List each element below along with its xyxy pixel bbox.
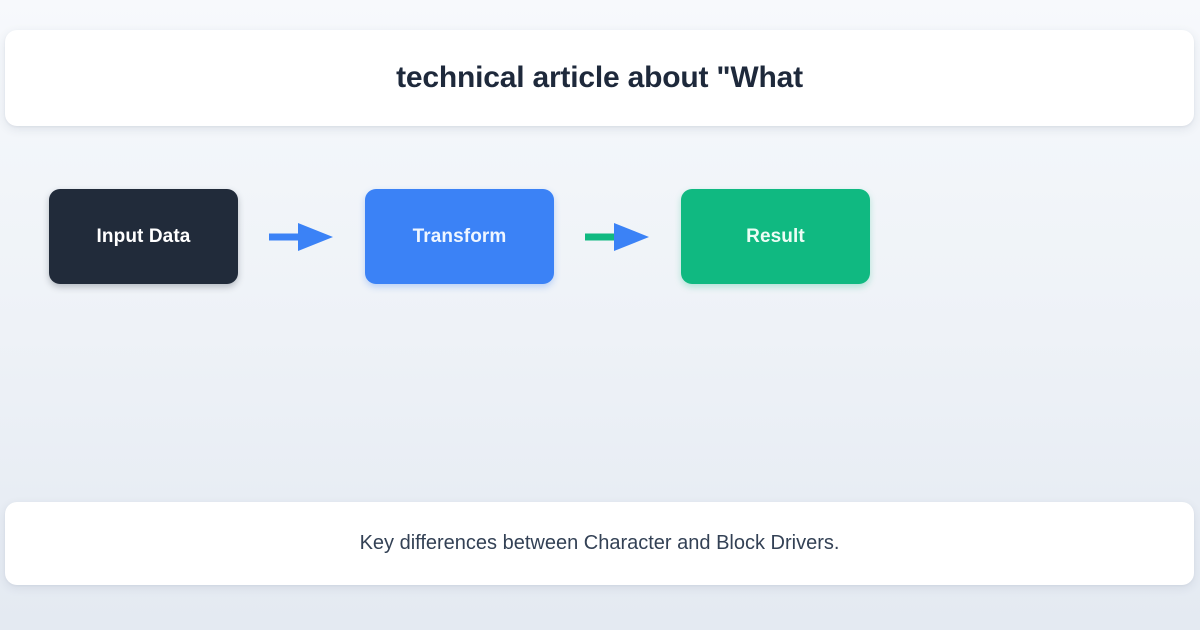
page-title: technical article about "What [396, 61, 803, 94]
header-card: technical article about "What [5, 30, 1194, 126]
flow-node-input[interactable]: Input Data [49, 189, 238, 284]
flow-node-transform-label: Transform [412, 225, 507, 247]
diagram-stage: Input Data Transform [0, 126, 1200, 502]
arrow-right-icon [584, 220, 651, 254]
flow-node-result-label: Result [746, 225, 805, 247]
flow-node-input-label: Input Data [96, 225, 191, 247]
flow-connector-input-to-transform [238, 215, 365, 259]
flow-connector-transform-to-result [554, 215, 681, 259]
footer-caption: Key differences between Character and Bl… [359, 532, 840, 554]
footer-card: Key differences between Character and Bl… [5, 502, 1194, 585]
flow-diagram: Input Data Transform [49, 189, 870, 284]
arrow-right-icon [268, 220, 335, 254]
flow-node-transform[interactable]: Transform [365, 189, 554, 284]
flow-node-result[interactable]: Result [681, 189, 870, 284]
